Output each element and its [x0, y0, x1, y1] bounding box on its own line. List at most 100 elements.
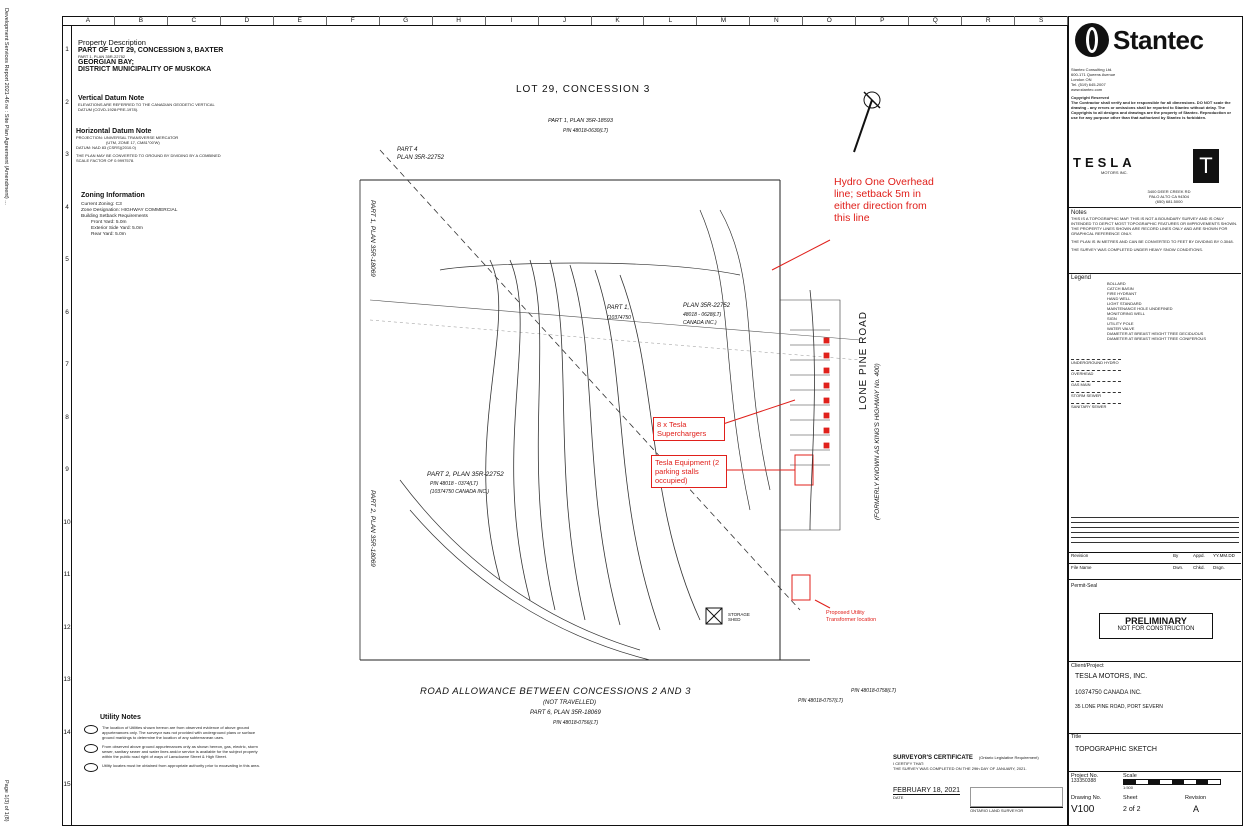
surveyor-certificate: SURVEYOR'S CERTIFICATE (Ontario Legislat…	[893, 755, 1063, 813]
grid-row-label: 9	[65, 466, 69, 473]
legend-item: SIGN	[1107, 316, 1117, 321]
preliminary-stamp: PRELIMINARY NOT FOR CONSTRUCTION	[1099, 613, 1213, 639]
horizontal-datum-line4: THE PLAN MAY BE CONVERTED TO GROUND BY D…	[76, 153, 221, 163]
label-storage: STORAGE SHED	[728, 612, 750, 622]
property-line4: DISTRICT MUNICIPALITY OF MUSKOKA	[78, 66, 212, 73]
utility-note2: From observed above ground appurtenances…	[102, 744, 258, 759]
company-detail4: Tel. (519) 645-2007	[1071, 82, 1106, 87]
tesla-name: MOTORS INC.	[1101, 170, 1128, 175]
grid-column-label: R	[962, 16, 1016, 25]
label-lot: LOT 29, CONCESSION 3	[516, 84, 651, 95]
grid-column-label: D	[221, 16, 274, 25]
grid-row-label: 12	[63, 623, 71, 631]
grid-column-label: F	[327, 16, 380, 25]
grid-column-label: Q	[909, 16, 963, 25]
horizontal-datum: Horizontal Datum Note PROJECTION: UNIVER…	[76, 128, 226, 163]
project-no-label: Project No.	[1071, 773, 1099, 779]
label-road-allowance: ROAD ALLOWANCE BETWEEN CONCESSIONS 2 AND…	[420, 686, 691, 697]
stantec-wordmark: Stantec	[1113, 24, 1204, 55]
utility-note-icon	[84, 744, 98, 753]
zoning-current: Current Zoning: C3	[81, 202, 122, 207]
dsgn-label: Dsgn.	[1213, 565, 1225, 570]
title-block: Stantec Stantec Consulting Ltd. 600-171 …	[1068, 16, 1243, 826]
grid-row-label: 6	[65, 308, 69, 316]
label-plan-center-owner: CANADA INC.)	[683, 320, 717, 326]
company-detail1: Stantec Consulting Ltd.	[1071, 67, 1113, 72]
legend-item: BOLLARD	[1107, 281, 1126, 286]
utility-note-icon	[84, 725, 98, 734]
permit-label: Permit-Seal	[1071, 583, 1098, 589]
grid-column-label: G	[380, 16, 433, 25]
legend-line-sample	[1071, 370, 1121, 371]
grid-column-label: A	[62, 16, 115, 25]
grid-row-label: 4	[65, 203, 69, 211]
grid-column-label: L	[644, 16, 698, 25]
grid-row-label: 3	[65, 151, 69, 158]
vertical-datum: Vertical Datum Note ELEVATIONS ARE REFER…	[78, 95, 228, 112]
grid-column-label: N	[750, 16, 804, 25]
property-line2: PART 1, PLAN 35R-22752	[78, 54, 126, 59]
company-detail3: London ON	[1071, 77, 1092, 82]
legend-line-sample	[1071, 381, 1121, 382]
label-part1-vertical: PART 1, PLAN 35R-18069	[369, 200, 376, 277]
grid-column-label: K	[592, 16, 645, 25]
notes-text1: THIS IS A TOPOGRAPHIC MAP. THIS IS NOT A…	[1071, 216, 1238, 236]
client1: TESLA MOTORS, INC.	[1075, 673, 1148, 680]
label-pin-right: PIN 48018-0758(LT)	[851, 688, 897, 694]
label-part2-vertical: PART 2, PLAN 35R-18069	[369, 490, 376, 567]
client-addr3: (650) 681.5000	[1155, 199, 1183, 204]
utility-note3: Utility locates must be obtained from ap…	[102, 763, 260, 768]
label-part1-plan: PART 1, PLAN 35R-18593	[548, 118, 613, 124]
property-description: Property Description PART OF LOT 29, CON…	[78, 38, 278, 73]
copyright-text: The Contractor shall verify and be respo…	[1071, 100, 1232, 120]
grid-column-label: E	[274, 16, 327, 25]
grid-row-label: 11	[63, 571, 71, 578]
surveyor-date: FEBRUARY 18, 2021	[893, 787, 961, 794]
property-line1: PART OF LOT 29, CONCESSION 3, BAXTER	[78, 47, 224, 54]
utility-note1: The location of Utilities shown hereon a…	[102, 725, 256, 740]
zoning-rear: Rear Yard: 5.0m	[91, 232, 126, 237]
legend-item: LIGHT STANDARD	[1107, 301, 1142, 306]
site-map	[359, 91, 881, 661]
grid-column-label: P	[856, 16, 910, 25]
label-part2-plan: PART 2, PLAN 35R-22752	[427, 471, 504, 478]
label-part4-plan: PLAN 35R-22752	[397, 155, 445, 161]
utility-note-icon	[84, 763, 98, 772]
grid-row-label: 14	[63, 728, 71, 736]
grid-row-label: 15	[63, 781, 71, 788]
horizontal-datum-heading: Horizontal Datum Note	[76, 128, 152, 135]
zoning-exterior: Exterior Side Yard: 5.0m	[91, 226, 143, 231]
zoning-front: Front Yard: 5.0m	[91, 220, 127, 225]
grid-column-label: C	[168, 16, 221, 25]
line-legend-label: STORM SEWER	[1071, 393, 1102, 398]
drawing-sheet	[62, 16, 1068, 826]
zoning-info: Zoning Information Current Zoning: C3 Zo…	[81, 192, 231, 238]
legend-line-sample	[1071, 403, 1121, 404]
label-plan-center-pin: 48018 - 0628(LT)	[683, 312, 722, 318]
legend-item: MONITORING WELL	[1107, 311, 1145, 316]
horizontal-datum-line2: (UTM, ZONE 17, CM81°00'W)	[106, 140, 160, 145]
label-plan-center: PLAN 35R-22752	[683, 303, 731, 309]
grid-row-label: 10	[63, 518, 71, 526]
line-legend-label: SANITARY SEWER	[1071, 404, 1107, 409]
appd-label: Appd.	[1193, 553, 1205, 558]
scale-label: Scale	[1123, 773, 1137, 779]
legend-line-sample	[1071, 392, 1121, 393]
legend-item: HAND WELL	[1107, 296, 1131, 301]
tesla-wordmark: TESLA	[1073, 155, 1136, 170]
drawing-title: TOPOGRAPHIC SKETCH	[1075, 746, 1157, 753]
surveyor-heading: SURVEYOR'S CERTIFICATE	[893, 755, 973, 761]
sheet-label: Sheet	[1123, 795, 1138, 801]
notes-text2: THE PLAN IS IN METRES AND CAN BE CONVERT…	[1071, 239, 1234, 244]
label-part1-center: PART 1,	[607, 305, 630, 311]
client-addr1: 3400 DEER CREEK RD	[1147, 189, 1191, 194]
grid-row-label: 13	[63, 676, 71, 683]
grid-column-label: B	[115, 16, 168, 25]
property-heading: Property Description	[78, 38, 146, 47]
client3: 35 LONE PINE ROAD, PORT SEVERN	[1075, 704, 1163, 710]
label-lone-pine-sub: (FORMERLY KNOWN AS KING'S HIGHWAY No. 40…	[874, 363, 881, 520]
scale-bar	[1123, 779, 1221, 785]
